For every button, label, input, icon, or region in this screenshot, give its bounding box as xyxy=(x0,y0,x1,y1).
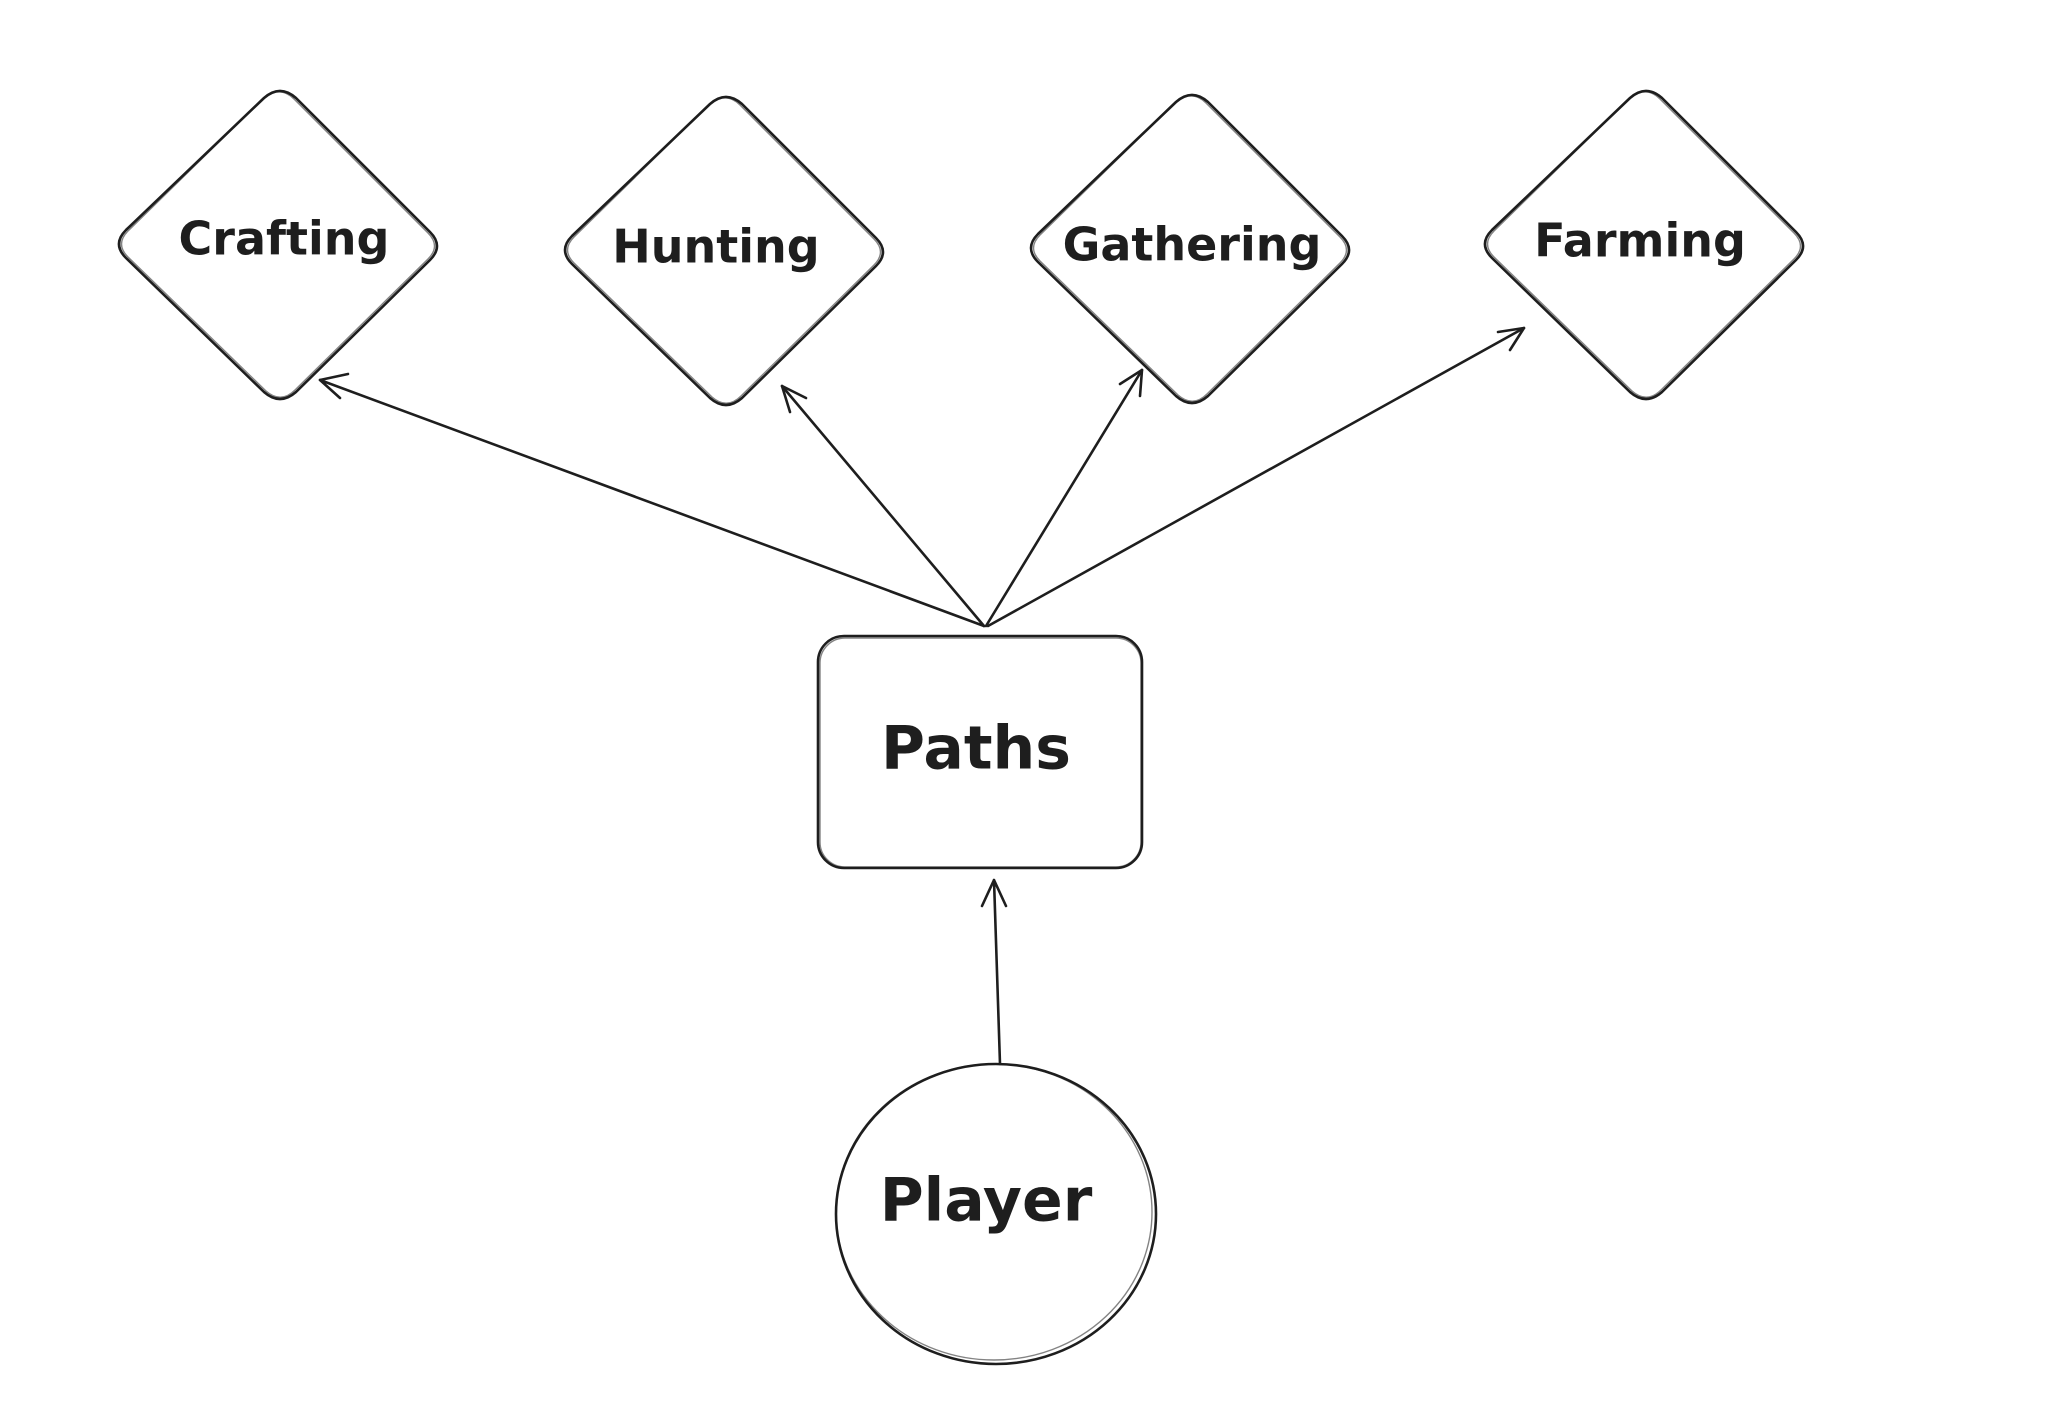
node-paths[interactable]: Paths xyxy=(816,634,1144,870)
paths-label: Paths xyxy=(881,714,1071,784)
gathering-diamond-shape xyxy=(1029,93,1351,405)
hunting-diamond-sketch xyxy=(566,97,882,404)
crafting-diamond-shape xyxy=(117,89,439,401)
edge-paths-to-crafting xyxy=(318,372,986,628)
arrowhead-icon xyxy=(780,384,808,414)
player-label: Player xyxy=(880,1166,1093,1236)
paths-rect-sketch xyxy=(819,637,1142,868)
player-circle-sketch xyxy=(835,1063,1153,1361)
node-player[interactable]: Player xyxy=(834,1062,1158,1366)
edge-paths-farming-line xyxy=(986,326,1526,628)
farming-label: Farming xyxy=(1534,214,1746,268)
node-farming[interactable]: Farming xyxy=(1483,89,1805,401)
arrowhead-icon xyxy=(318,372,350,400)
edge-player-to-paths xyxy=(980,878,1008,1066)
edge-paths-to-gathering xyxy=(984,368,1144,628)
edge-paths-gathering-line xyxy=(984,368,1144,628)
edge-paths-hunting-line xyxy=(780,384,986,628)
hunting-diamond-shape xyxy=(563,95,885,407)
node-crafting[interactable]: Crafting xyxy=(117,89,439,401)
arrowhead-icon xyxy=(980,878,1008,908)
crafting-label: Crafting xyxy=(179,212,390,266)
crafting-diamond-sketch xyxy=(120,91,436,398)
arrowhead-icon xyxy=(1496,326,1526,352)
node-gathering[interactable]: Gathering xyxy=(1029,93,1351,405)
edge-paths-to-farming xyxy=(986,326,1526,628)
gathering-diamond-sketch xyxy=(1032,95,1348,402)
arrowhead-icon xyxy=(1118,368,1144,398)
gathering-label: Gathering xyxy=(1063,218,1322,272)
edge-paths-to-hunting xyxy=(780,384,986,628)
edge-paths-crafting-line xyxy=(318,378,986,628)
edge-player-paths-line xyxy=(992,878,1002,1066)
node-hunting[interactable]: Hunting xyxy=(563,95,885,407)
hunting-label: Hunting xyxy=(612,220,819,274)
farming-diamond-shape xyxy=(1483,89,1805,401)
paths-rect-shape xyxy=(816,634,1144,870)
farming-diamond-sketch xyxy=(1486,91,1802,398)
